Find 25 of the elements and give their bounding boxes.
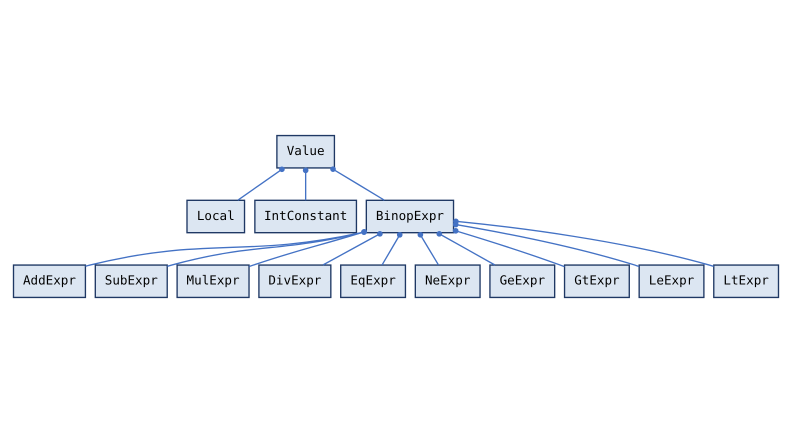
node-box: MulExpr	[176, 264, 250, 298]
node-box: NeExpr	[414, 264, 481, 298]
node-box: SubExpr	[94, 264, 168, 298]
node-box: AddExpr	[12, 264, 86, 298]
node-box: LeExpr	[638, 264, 705, 298]
node-box: GeExpr	[489, 264, 556, 298]
node-box: Value	[276, 134, 336, 168]
connector	[302, 167, 308, 200]
connector	[418, 231, 440, 265]
node-box: IntConstant	[254, 199, 358, 233]
node-box: GtExpr	[564, 264, 630, 298]
node-box: Local	[186, 199, 246, 233]
connector	[452, 227, 565, 267]
connector	[237, 166, 285, 200]
connector	[167, 228, 367, 266]
node-box: LtExpr	[713, 264, 780, 298]
connector	[248, 228, 368, 267]
connector	[382, 231, 403, 265]
connector	[330, 166, 385, 200]
node-box: DivExpr	[258, 264, 332, 298]
connector	[436, 230, 496, 265]
connector	[85, 228, 367, 266]
connector	[322, 230, 383, 265]
node-box: EqExpr	[340, 264, 406, 298]
node-box: BinopExpr	[366, 199, 454, 233]
